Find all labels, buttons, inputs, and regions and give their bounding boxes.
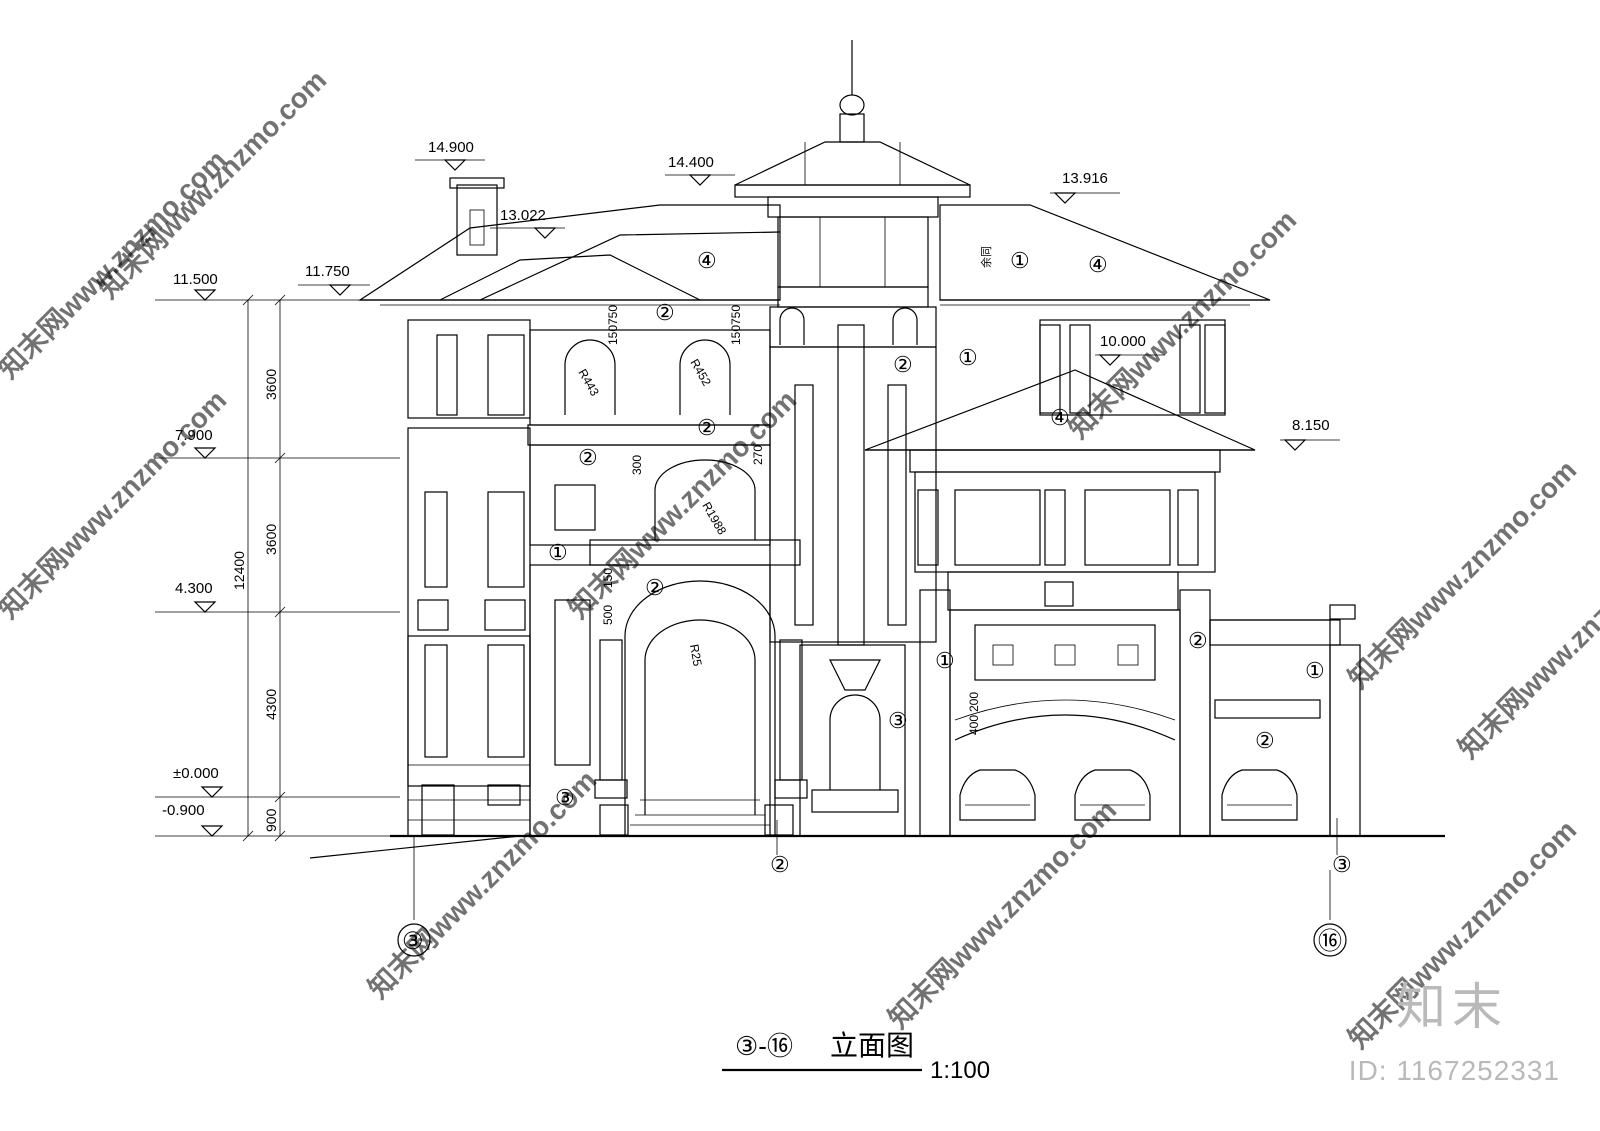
dim-segment: 3600 [263,369,279,400]
dim-detail: 750 [606,305,620,325]
dim-segment: 900 [263,808,279,832]
image-id: ID: 1167252331 [1348,1055,1560,1086]
dim-detail: 150 [601,568,615,588]
material-tag: ③ [1332,852,1352,877]
dim-total: 12400 [231,551,247,590]
spot-elevation-label: 10.000 [1100,333,1146,350]
watermark-text: 知末网www.znzmo.com [1062,203,1303,444]
title-scale: 1:100 [930,1057,990,1084]
material-tag: ③ [555,785,575,810]
spot-elevation-label: 14.400 [668,154,714,171]
spot-elevation-label: 13.916 [1062,170,1108,187]
spot-elevation-label: 14.900 [428,139,474,156]
spot-elevation-label: 8.150 [1292,417,1330,434]
material-tag: ④ [697,248,717,273]
material-tag: ② [1255,728,1275,753]
drawing-title: ③-⑯ 立面图 1:100 [722,1030,990,1084]
material-tag: ① [1010,248,1030,273]
dimension-chain: 12400 3600 3600 4300 900 [231,294,286,842]
radius-label: R452 [687,357,714,389]
spot-elevations: 14.900 14.400 13.916 13.022 11.750 10.00… [298,139,1340,451]
radius-label: R25 [687,643,705,667]
material-tag: ④ [1088,252,1108,277]
car-2 [1074,769,1151,821]
level-label: -0.900 [162,802,205,819]
material-tag: ① [548,540,568,565]
dim-detail: 150 [729,325,743,345]
dim-segment: 3600 [263,524,279,555]
dim-detail: 300 [630,455,644,475]
dim-detail: 150 [606,325,620,345]
spot-elevation-label: 11.750 [305,263,350,280]
car-3 [1221,769,1298,821]
watermark-text: 知末网www.znzmo.com [882,793,1123,1034]
brand-logo: 知末 [1396,978,1508,1036]
material-tag: ② [893,352,913,377]
level-label: 7.900 [175,427,213,444]
watermark-text: 知末网www.znzmo.com [92,63,333,304]
material-tag: ② [770,852,790,877]
level-label: ±0.000 [173,765,219,782]
material-tag: ② [655,300,675,325]
material-tag: ② [1188,628,1208,653]
material-tag: ④ [1050,405,1070,430]
title-axis-range: ③-⑯ [735,1031,793,1061]
dim-segment: 4300 [263,689,279,720]
car-1 [959,769,1036,821]
material-tags: ④ ④ ④ ① ① ① ① ① ② ② ② ② ② ② ② ② ③ ③ ③ 余同 [548,246,1352,877]
radius-label: R443 [575,367,602,399]
dim-detail: 270 [751,445,765,465]
material-tag: ① [1305,658,1325,683]
level-label: 11.500 [173,271,218,288]
dim-detail: 500 [601,605,615,625]
material-note: 余同 [979,246,993,268]
dim-detail: 750 [729,305,743,325]
axis-label: ③ [402,928,424,955]
spot-elevation-label: 13.022 [500,207,546,224]
axis-label: ⑯ [1318,928,1342,955]
dim-detail: 200 [967,692,981,712]
building-elevation [309,40,1445,859]
material-tag: ① [935,648,955,673]
watermark-text: 知末网www.znzmo.com [562,383,803,624]
axis-labels: ③ ⑯ [397,836,1347,957]
material-tag: ② [578,445,598,470]
material-tag: ① [958,345,978,370]
dim-detail: 400 [967,715,981,735]
title-name: 立面图 [830,1030,914,1061]
material-tag: ② [697,415,717,440]
material-tag: ③ [888,708,908,733]
material-tag: ② [645,575,665,600]
radius-label: R1988 [699,500,729,538]
level-markers: 11.500 7.900 4.300 ±0.000 -0.900 [155,271,400,837]
level-label: 4.300 [175,580,213,597]
